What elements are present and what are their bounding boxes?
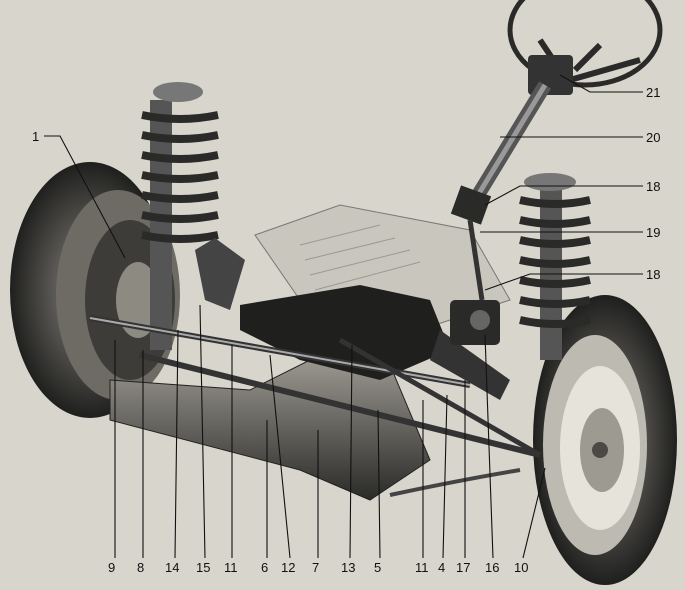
label-15: 15 [196,560,210,575]
left-strut [141,82,219,350]
label-21: 21 [646,85,660,100]
label-4: 4 [438,560,445,575]
label-19: 19 [646,225,660,240]
label-16: 16 [485,560,499,575]
label-11-right: 11 [415,560,429,575]
tie-rods [89,315,542,497]
leader-lines [44,74,643,559]
label-11-left: 11 [224,560,238,575]
bracket [195,238,245,310]
label-7: 7 [312,560,319,575]
part-labels: 1 9 8 14 15 11 6 12 7 13 5 11 4 17 16 10… [32,85,660,575]
label-12: 12 [281,560,295,575]
label-1: 1 [32,129,39,144]
label-18-top: 18 [646,179,660,194]
label-9: 9 [108,560,115,575]
right-strut [519,173,591,360]
steering-column [450,81,551,301]
label-17: 17 [456,560,470,575]
label-8: 8 [137,560,144,575]
label-18-bottom: 18 [646,267,660,282]
steering-box [450,300,500,345]
label-14: 14 [165,560,179,575]
right-wheel [533,295,677,585]
label-5: 5 [374,560,381,575]
steering-wheel [507,0,663,95]
label-10: 10 [514,560,528,575]
left-wheel [10,162,180,418]
label-13: 13 [341,560,355,575]
label-6: 6 [261,560,268,575]
label-20: 20 [646,130,660,145]
